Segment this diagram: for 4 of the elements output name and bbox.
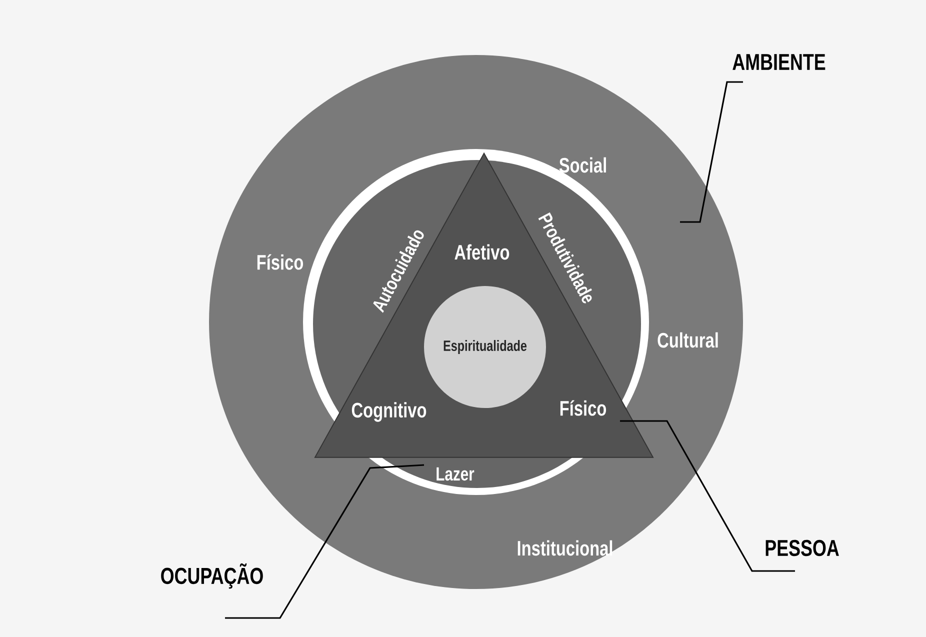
leader-line (680, 81, 743, 223)
leader-line (225, 464, 424, 619)
leader-label: PESSOA (766, 540, 839, 556)
leader-line (620, 420, 795, 572)
